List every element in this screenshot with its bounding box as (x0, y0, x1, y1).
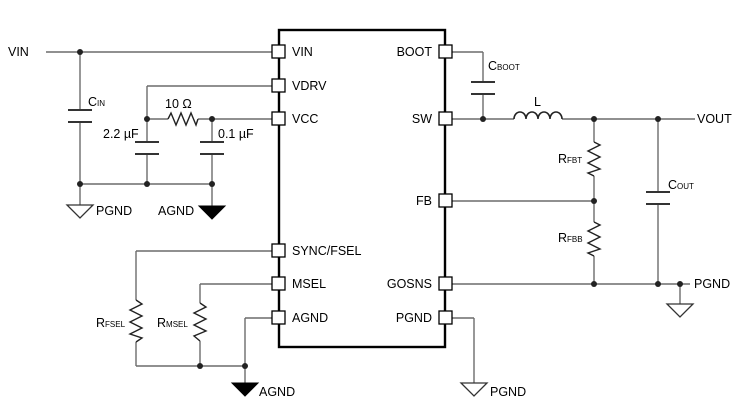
junction-dot (655, 281, 661, 287)
junction-dot (209, 181, 215, 187)
rmsel-resistor (192, 302, 208, 342)
cboot-capacitor (471, 81, 495, 95)
vin-net-label: VIN (8, 45, 29, 59)
c22-value-label: 2.2 µF (103, 127, 139, 141)
rfbt-resistor (586, 141, 602, 177)
agnd-bottom-net-label: AGND (259, 385, 295, 399)
junction-dot (591, 116, 597, 122)
pin-label-gosns: GOSNS (387, 277, 432, 291)
pin-label-fb: FB (416, 194, 432, 208)
c01-capacitor (200, 141, 224, 155)
junction-dot (77, 181, 83, 187)
rfsel-resistor (128, 299, 144, 343)
pgnd-out-ground-icon (665, 303, 695, 318)
rfbb-resistor (586, 221, 602, 257)
pgnd-chip-net-label: PGND (490, 385, 526, 399)
rfbt-label: RFBT (558, 152, 582, 166)
cout-label: COUT (668, 178, 694, 192)
junction-dot (591, 198, 597, 204)
pin-sw (438, 111, 453, 126)
junction-dot (144, 116, 150, 122)
pin-label-sync-fsel: SYNC/FSEL (292, 244, 362, 258)
pin-sync-fsel (271, 243, 286, 258)
pin-label-vin: VIN (292, 45, 313, 59)
junction-dot (480, 116, 486, 122)
ic-body (277, 28, 447, 349)
junction-dot (677, 281, 683, 287)
r10-resistor (167, 111, 199, 127)
junction-dot (77, 49, 83, 55)
agnd-net-label: AGND (158, 204, 194, 218)
rmsel-label: RMSEL (157, 316, 188, 330)
inductor-label: L (534, 95, 541, 109)
pin-boot (438, 44, 453, 59)
pgnd-out-net-label: PGND (694, 277, 730, 291)
junction-dot (209, 116, 215, 122)
pin-vcc (271, 111, 286, 126)
cboot-label: CBOOT (488, 59, 520, 73)
junction-dot (197, 363, 203, 369)
pin-agnd (271, 310, 286, 325)
pin-fb (438, 193, 453, 208)
c01-value-label: 0.1 µF (218, 127, 254, 141)
pgnd-net-label: PGND (96, 204, 132, 218)
pin-pgnd (438, 310, 453, 325)
pin-label-pgnd: PGND (396, 311, 432, 325)
pin-vin (271, 44, 286, 59)
pin-label-vdrv: VDRV (292, 79, 327, 93)
rfbb-label: RFBB (558, 231, 583, 245)
pin-vdrv (271, 78, 286, 93)
inductor-l (513, 111, 563, 120)
agnd-bottom-ground-icon (230, 382, 260, 397)
pin-label-boot: BOOT (397, 45, 433, 59)
pin-label-vcc: VCC (292, 112, 318, 126)
cout-capacitor (646, 191, 670, 205)
cin-capacitor (68, 109, 92, 123)
pin-gosns (438, 276, 453, 291)
pin-label-agnd: AGND (292, 311, 328, 325)
c22-capacitor (135, 141, 159, 155)
pin-label-sw: SW (412, 112, 432, 126)
r10-value-label: 10 Ω (165, 97, 192, 111)
junction-dot (242, 363, 248, 369)
rfsel-label: RFSEL (96, 316, 126, 330)
junction-dot (655, 116, 661, 122)
pin-msel (271, 276, 286, 291)
pgnd-chip-ground-icon (459, 382, 489, 397)
cin-label: CIN (88, 95, 105, 109)
pin-label-msel: MSEL (292, 277, 326, 291)
agnd-ground-icon (197, 205, 227, 220)
vout-net-label: VOUT (697, 112, 732, 126)
pgnd-ground-icon (65, 204, 95, 219)
junction-dot (591, 281, 597, 287)
junction-dot (144, 181, 150, 187)
